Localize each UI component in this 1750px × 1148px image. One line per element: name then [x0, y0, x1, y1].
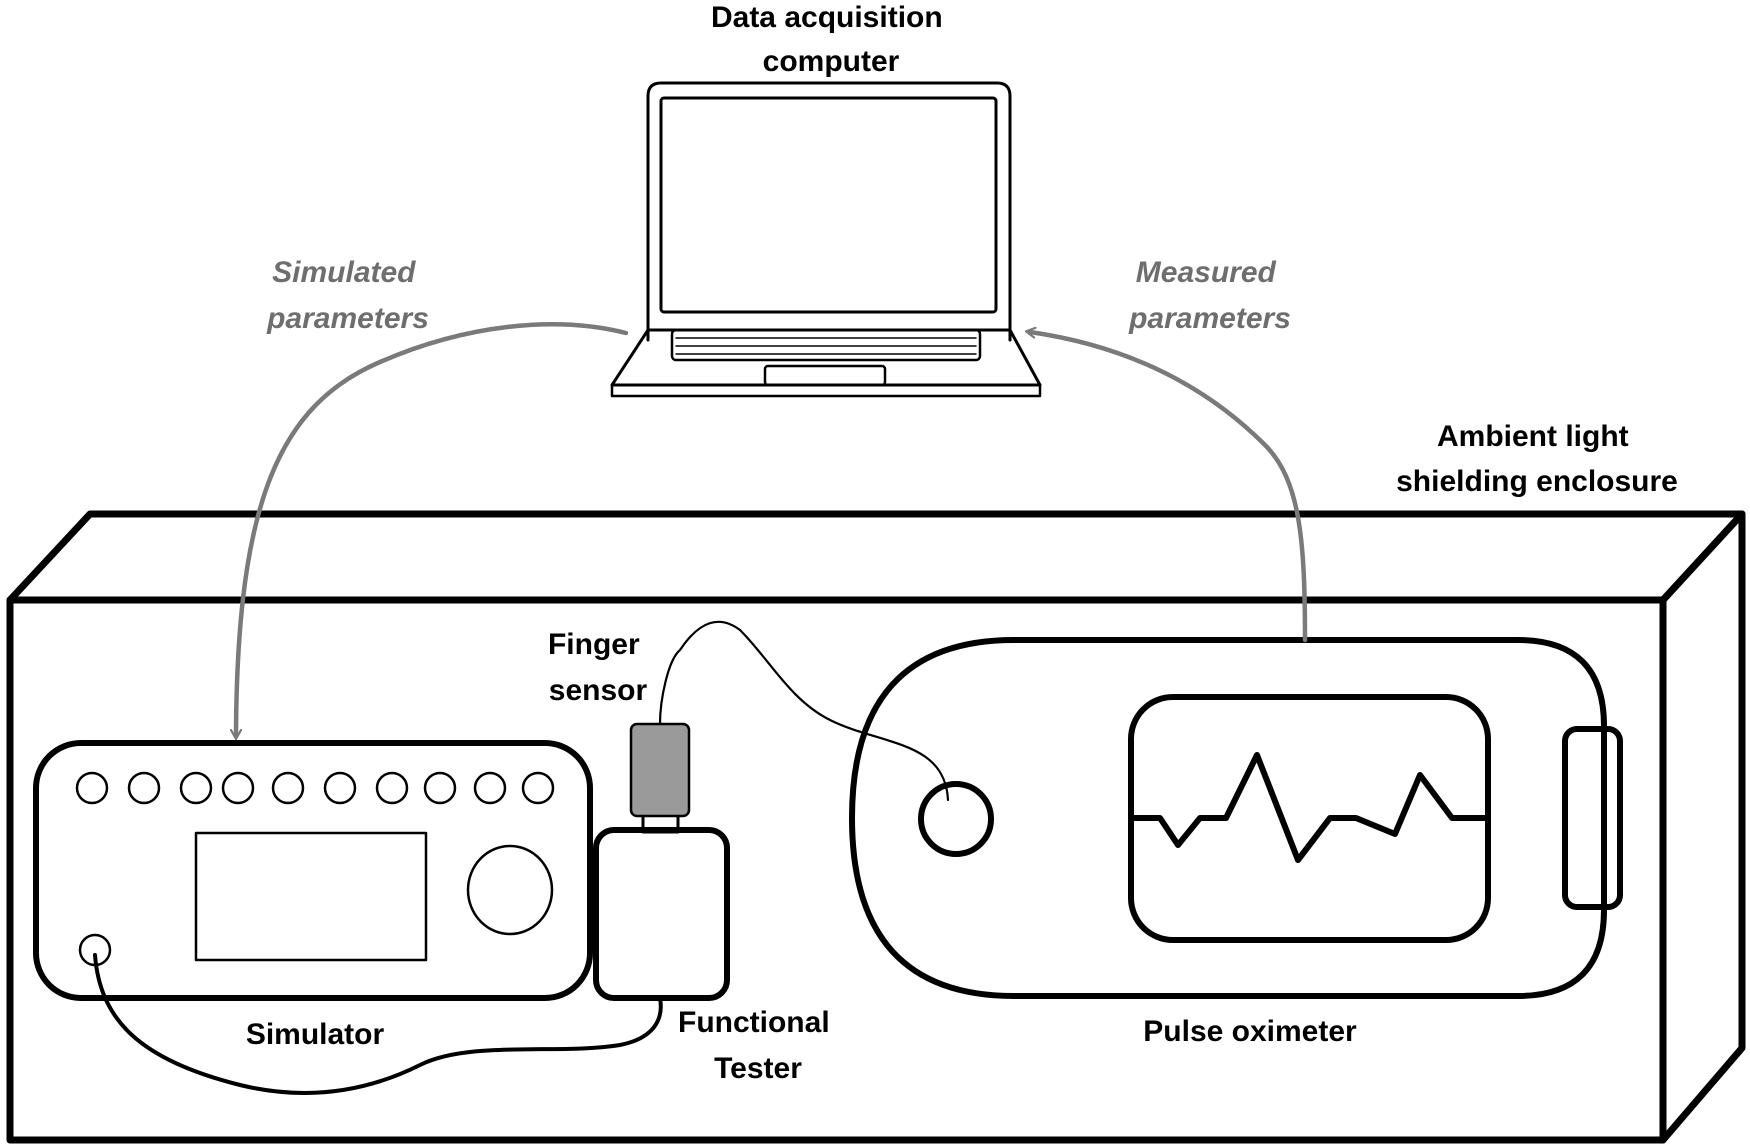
laptop-base-edge	[610, 383, 1042, 398]
laptop-screen	[659, 96, 998, 314]
finger-sensor-label: Finger sensor	[548, 628, 648, 707]
oximeter-display	[1128, 694, 1491, 943]
simulator-to-tester-cable	[93, 953, 663, 1095]
keyboard-keys	[675, 337, 977, 355]
light-shielding-enclosure	[6, 510, 1746, 1144]
finger-sensor-probe	[629, 722, 691, 818]
simulator-button	[271, 771, 305, 805]
simulator-button	[179, 771, 213, 805]
pulse-oximeter-device	[849, 637, 1623, 999]
finger-sensor-cable	[658, 620, 950, 802]
simulator-button	[127, 771, 161, 805]
oximeter-body	[849, 637, 1607, 999]
tester-body	[593, 827, 730, 1001]
simulated-parameters-label: Simulated parameters	[266, 256, 429, 335]
enclosure-front-face	[6, 596, 1667, 1144]
simulator-button	[75, 771, 109, 805]
simulator-button	[423, 771, 457, 805]
enclosure-top-face	[6, 510, 1746, 604]
waveform-trace	[1128, 752, 1491, 863]
simulator-device	[33, 740, 593, 1001]
functional-tester-device	[593, 813, 730, 1001]
simulator-display	[194, 831, 428, 962]
measured-parameters-arrow	[1030, 332, 1308, 643]
finger-sensor	[629, 722, 691, 818]
enclosure-side-face	[1659, 510, 1746, 1144]
laptop-keyboard	[670, 328, 982, 362]
laptop-touchpad	[763, 364, 887, 387]
simulator-button	[375, 771, 409, 805]
simulator-button	[473, 771, 507, 805]
computer-label: Data acquisition computer	[711, 1, 951, 78]
simulator-body	[33, 740, 593, 1001]
simulator-button	[221, 771, 255, 805]
functional-tester-label: Functional Tester	[678, 1006, 838, 1085]
laptop-computer	[610, 81, 1042, 398]
pulse-oximeter-label: Pulse oximeter	[1143, 1015, 1357, 1048]
simulator-knob	[466, 844, 554, 936]
simulator-button	[323, 771, 357, 805]
laptop-lid	[646, 81, 1012, 342]
simulated-parameters-arrow	[236, 322, 629, 735]
simulator-label: Simulator	[246, 1018, 385, 1051]
measured-parameters-label: Measured parameters	[1128, 256, 1291, 335]
enclosure-label: Ambient light shielding enclosure	[1396, 420, 1678, 498]
simulator-button	[521, 771, 555, 805]
oximeter-side-button	[1562, 726, 1623, 910]
oximeter-sensor-port	[918, 781, 994, 857]
